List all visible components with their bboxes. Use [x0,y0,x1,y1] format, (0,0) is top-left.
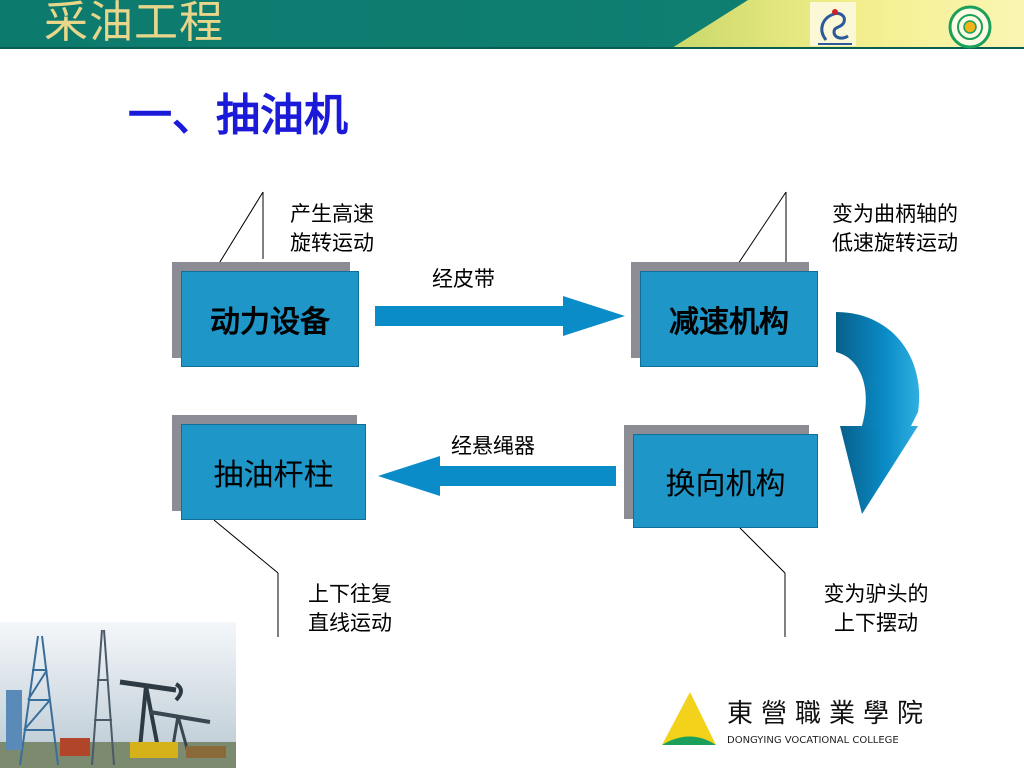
college-name-english: DONGYING VOCATIONAL COLLEGE [727,735,899,746]
belt-label: 经皮带 [432,267,495,291]
pumpjack-icon [119,679,183,749]
crane-emblem-icon [810,2,856,46]
hanger-label: 经悬绳器 [451,434,535,458]
note-line: 直线运动 [308,611,392,635]
note-line: 上下往复 [308,582,392,606]
triangle-logo-icon [662,692,716,745]
reversing-mechanism-box: 换向机构 [633,434,818,528]
sucker-rod-note: 上下往复 直线运动 [308,580,392,638]
note-line: 上下摆动 [834,611,918,635]
sucker-rod-box: 抽油杆柱 [181,424,366,520]
power-equipment-box: 动力设备 [181,271,359,367]
note-line: 低速旋转运动 [832,231,958,255]
circular-badge-icon [948,5,992,49]
note-line: 旋转运动 [290,231,374,255]
curved-arrow [836,312,920,514]
speed-reducer-box: 减速机构 [640,271,818,367]
college-name-chinese: 東營職業學院 [727,699,932,729]
arrow-right [375,296,625,336]
reversing-mechanism-note: 变为驴头的 上下摆动 [806,580,946,638]
power-equipment-note: 产生高速 旋转运动 [290,200,374,258]
note-line: 产生高速 [290,202,374,226]
note-line: 变为曲柄轴的 [832,202,958,226]
note-line: 变为驴头的 [823,582,929,606]
course-title: 采油工程 [44,0,224,48]
arrow-left [378,456,616,496]
oilfield-photo [0,622,236,768]
speed-reducer-note: 变为曲柄轴的 低速旋转运动 [800,200,958,258]
callout-lines [213,191,787,637]
slide-heading: 一、抽油机 [128,90,348,141]
